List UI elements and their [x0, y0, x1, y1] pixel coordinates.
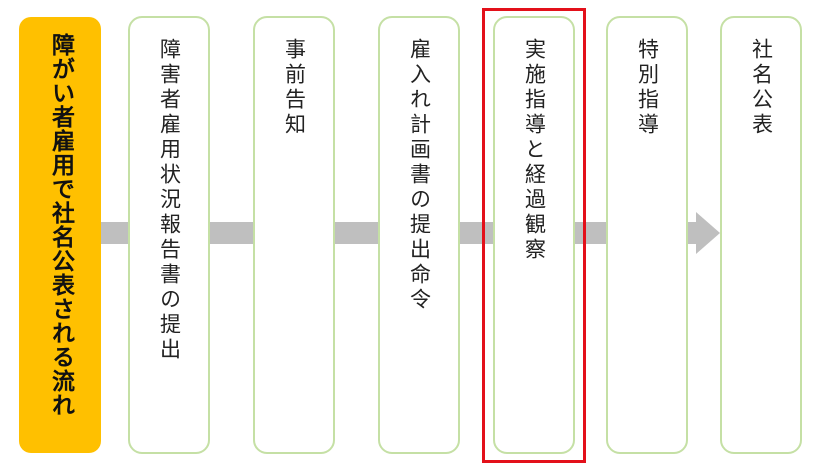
flow-arrow-head-icon	[696, 212, 720, 254]
highlight-frame	[482, 8, 586, 463]
step-label-3: 雇入れ計画書の提出命令	[407, 38, 432, 313]
step-box-3: 雇入れ計画書の提出命令	[378, 16, 460, 454]
step-box-1: 障害者雇用状況報告書の提出	[128, 16, 210, 454]
step-box-6: 社名公表	[720, 16, 802, 454]
step-label-2: 事前告知	[282, 38, 307, 138]
flow-title: 障がい者雇用で社名公表される流れ	[47, 33, 74, 417]
flow-title-box: 障がい者雇用で社名公表される流れ	[19, 17, 101, 453]
step-label-4: 実施指導と経過観察	[522, 38, 547, 263]
step-label-5: 特別指導	[635, 38, 660, 138]
step-label-6: 社名公表	[749, 38, 774, 138]
step-box-4: 実施指導と経過観察	[493, 16, 575, 454]
step-label-1: 障害者雇用状況報告書の提出	[157, 38, 182, 363]
step-box-5: 特別指導	[606, 16, 688, 454]
step-box-2: 事前告知	[253, 16, 335, 454]
